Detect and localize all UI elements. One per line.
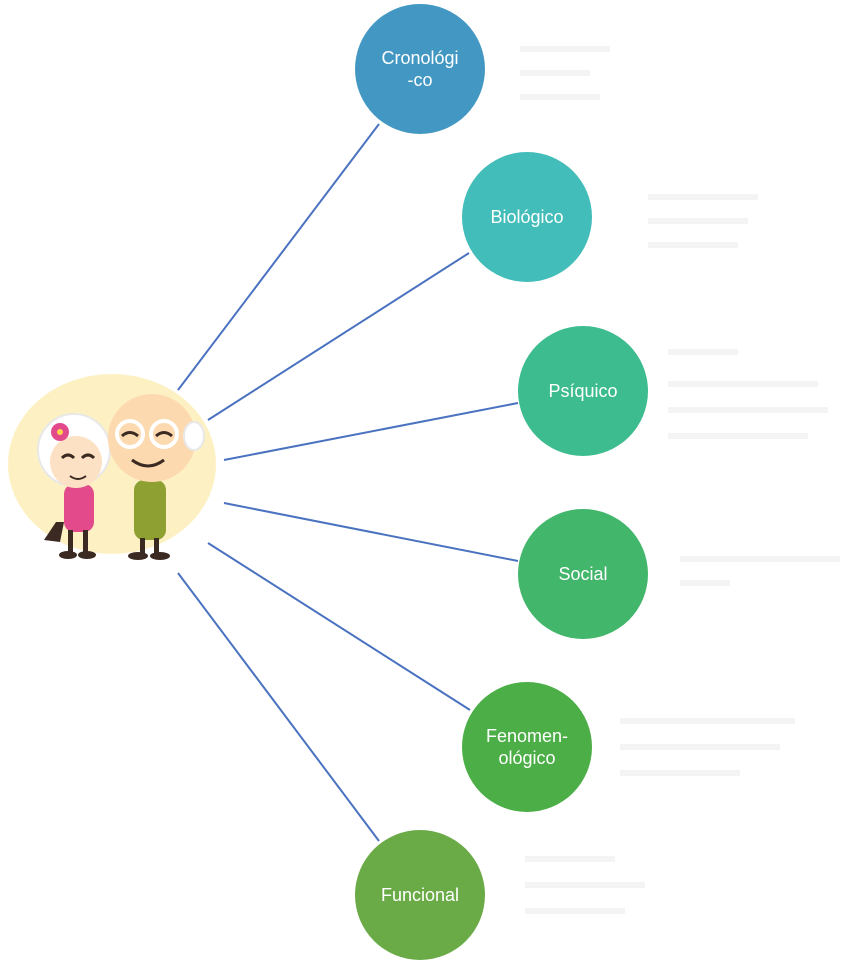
faint-text-block (680, 550, 840, 590)
edge-funcional (177, 572, 380, 842)
faint-text-block (668, 345, 828, 445)
node-psiquico-label: Psíquico (548, 381, 618, 401)
edge-psiquico (223, 402, 519, 461)
faint-text-block (648, 190, 768, 250)
faint-text-block (520, 40, 620, 100)
node-social: Social (518, 509, 648, 639)
faint-text-block (525, 850, 655, 930)
elderly-couple-illustration (8, 374, 216, 560)
edge-cronologico (177, 123, 380, 391)
node-fenomenologico-label: Fenomen- ológico (485, 726, 569, 768)
node-biologico-label: Biológico (490, 207, 564, 227)
edge-fenomenologico (207, 542, 471, 711)
node-cronologico-label: Cronológi -co (381, 48, 459, 90)
node-biologico: Biológico (462, 152, 592, 282)
edge-biologico (207, 252, 470, 421)
node-fenomenologico: Fenomen- ológico (462, 682, 592, 812)
node-social-label: Social (558, 564, 608, 584)
faint-text-block (620, 712, 800, 782)
node-psiquico: Psíquico (518, 326, 648, 456)
node-funcional: Funcional (355, 830, 485, 960)
edge-social (223, 502, 519, 562)
node-funcional-label: Funcional (380, 885, 460, 905)
node-cronologico: Cronológi -co (355, 4, 485, 134)
